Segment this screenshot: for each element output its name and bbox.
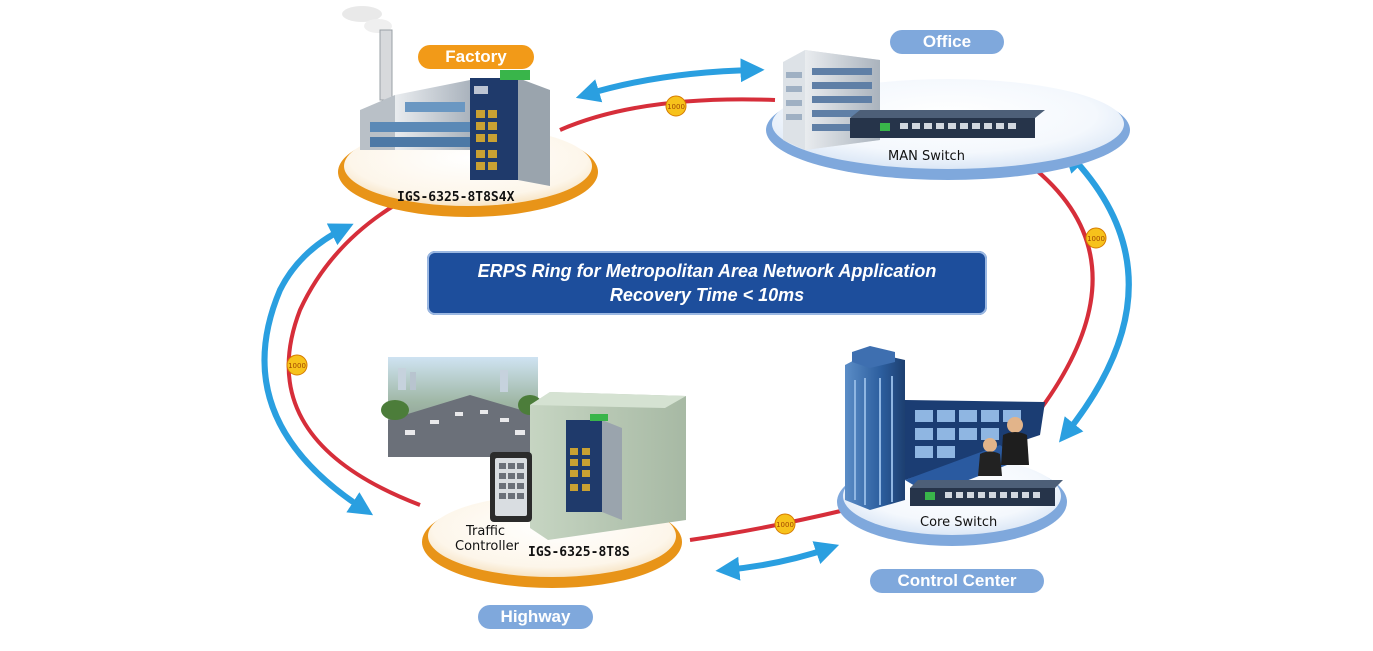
title-banner: ERPS Ring for Metropolitan Area Network … — [427, 251, 987, 315]
link-badge-factory-office: 1000 — [665, 95, 687, 117]
core-switch-label: Core Switch — [920, 515, 998, 530]
site-label-control-center: Control Center — [870, 569, 1044, 593]
arrow-office-control — [1058, 148, 1132, 443]
site-label-office: Office — [890, 30, 1004, 54]
control-center-node — [837, 346, 1067, 546]
link-badge-label: 1000 — [288, 362, 306, 370]
arrow-control-highway — [715, 541, 840, 581]
link-badge-label: 1000 — [1087, 235, 1105, 243]
traffic-controller-label-line2: Controller — [455, 539, 519, 554]
highway-node — [381, 357, 686, 588]
operators-icon — [978, 417, 1029, 476]
ring-link-office-control — [1028, 163, 1095, 412]
office-node — [766, 50, 1130, 180]
link-badge-label: 1000 — [667, 103, 685, 111]
link-badge-control-highway: 1000 — [774, 513, 796, 535]
chimney-icon — [379, 29, 393, 101]
traffic-arrows — [261, 58, 1132, 581]
industrial-switch-icon — [470, 70, 550, 186]
man-switch-icon — [850, 110, 1045, 138]
site-label-factory: Factory — [418, 45, 534, 69]
link-badge-office-control: 1000 — [1085, 227, 1107, 249]
core-switch-icon — [910, 480, 1063, 506]
highway-switch-label: IGS-6325-8T8S — [528, 545, 630, 560]
site-label-highway: Highway — [478, 605, 593, 629]
factory-building-icon — [360, 80, 470, 150]
factory-node — [338, 6, 598, 217]
factory-switch-label: IGS-6325-8T8S4X — [397, 190, 515, 205]
arrow-factory-office — [575, 58, 765, 103]
banner-line-1: ERPS Ring for Metropolitan Area Network … — [477, 261, 937, 281]
industrial-switch-icon — [566, 414, 622, 520]
highway-photo — [381, 357, 542, 457]
traffic-controller-label-line1: Traffic — [466, 524, 506, 539]
man-switch-label: MAN Switch — [888, 149, 965, 164]
arrow-highway-factory — [261, 223, 374, 516]
banner-line-2: Recovery Time < 10ms — [609, 285, 805, 305]
link-badge-label: 1000 — [776, 521, 794, 529]
office-tower-icon — [845, 346, 905, 510]
traffic-controller-icon — [490, 452, 532, 522]
ring-link-control-highway — [689, 508, 846, 542]
smoke-icon — [342, 6, 392, 33]
link-badge-highway-factory: 1000 — [286, 354, 308, 376]
